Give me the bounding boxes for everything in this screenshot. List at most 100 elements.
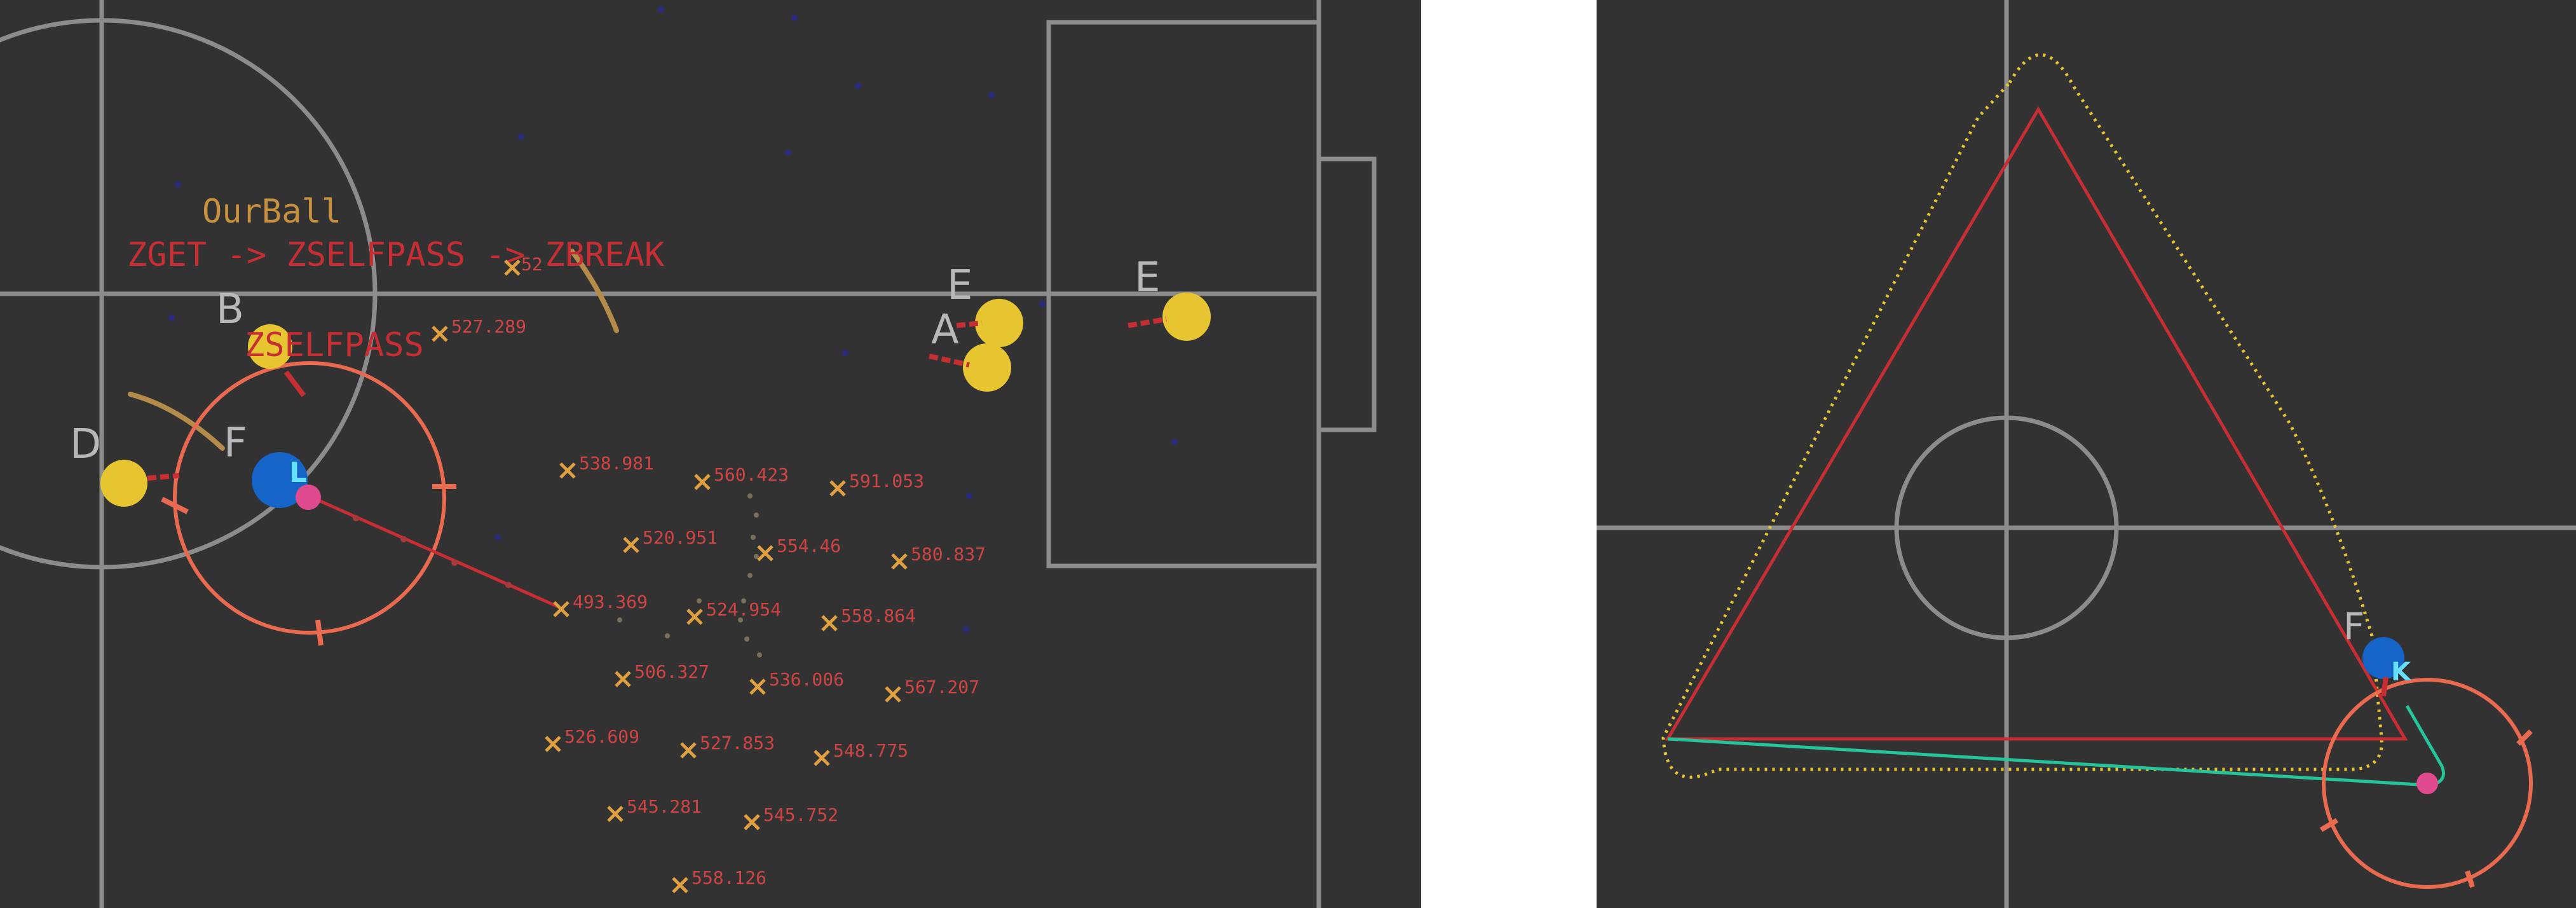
player-labels: B D F E A E — [70, 254, 1160, 468]
ball-trajectory — [569, 249, 619, 333]
range-tick — [2516, 729, 2533, 746]
field-background — [0, 0, 1421, 908]
label-f-own: F — [224, 420, 247, 467]
eval-marker — [744, 814, 760, 830]
eval-value: 560.423 — [714, 464, 789, 485]
teammate-d — [100, 460, 147, 507]
eval-marker — [821, 615, 838, 631]
blue-dot — [658, 6, 664, 13]
left-field-canvas: B D F E A E L OurBall ZGET -> ZSELFPASS … — [0, 0, 1421, 908]
eval-value: 536.006 — [769, 669, 844, 690]
blue-dot — [963, 626, 969, 633]
path-dot — [697, 598, 702, 603]
eval-marker — [757, 545, 773, 561]
eval-value: 493.369 — [573, 591, 648, 612]
own-player-ball-holder — [252, 452, 308, 508]
eval-value: 554.46 — [777, 535, 841, 556]
heading-indicator — [929, 354, 970, 368]
blue-dot — [966, 493, 972, 499]
heading-indicator — [147, 473, 180, 481]
eval-value: 591.053 — [849, 471, 924, 492]
eval-value: 52 — [521, 254, 543, 275]
eval-value: 527.289 — [451, 316, 526, 337]
eval-value: 545.281 — [627, 796, 702, 817]
path-dot — [738, 617, 743, 623]
eval-marker — [885, 686, 901, 703]
blue-dot — [1039, 301, 1046, 307]
path-dot — [353, 515, 359, 521]
eval-marker — [680, 742, 697, 759]
path-dot — [757, 652, 762, 657]
team-status-label: OurBall — [202, 193, 341, 231]
label-d: D — [70, 421, 101, 468]
eval-marker — [545, 736, 561, 752]
eval-marker — [686, 609, 703, 625]
label-e2: E — [1135, 254, 1160, 301]
heading-indicator — [283, 370, 306, 397]
blue-dot — [494, 534, 501, 540]
path-dot — [451, 560, 458, 566]
label-e1: E — [947, 262, 972, 309]
dribble-dots — [353, 515, 512, 588]
kick-range-circle — [2322, 678, 2533, 889]
label-k: K — [2391, 657, 2412, 687]
range-tick — [161, 497, 189, 514]
blue-dot — [855, 83, 861, 89]
eval-value: 580.837 — [911, 544, 986, 565]
goal-area-box — [1319, 156, 1377, 432]
label-l: L — [289, 457, 307, 489]
eval-marker — [829, 480, 846, 497]
eval-marker — [432, 326, 448, 342]
kick-range — [161, 361, 561, 646]
current-action-label: ZSELFPASS — [245, 326, 424, 364]
eval-marker — [749, 678, 766, 695]
eval-marker — [623, 537, 639, 553]
path-dot — [741, 598, 746, 603]
blue-dot — [518, 134, 524, 140]
opponent-e1 — [975, 299, 1023, 347]
state-transition-label: ZGET -> ZSELFPASS -> ZBREAK — [127, 236, 665, 274]
blue-dot — [785, 149, 791, 156]
right-field-canvas: F K — [1597, 0, 2576, 908]
range-tick — [2465, 870, 2475, 888]
label-b: B — [216, 286, 244, 333]
eval-value: 506.327 — [634, 661, 709, 682]
eval-marker — [891, 553, 908, 570]
penalty-box — [1046, 20, 1319, 568]
own-player — [2362, 637, 2404, 679]
truncated-eval: 52 — [504, 254, 543, 276]
path-dot — [754, 554, 759, 559]
path-dot — [747, 493, 753, 499]
path-dot — [665, 633, 670, 638]
kick-range-circle — [173, 361, 446, 635]
eval-marker — [814, 750, 830, 766]
heading-indicator — [2381, 677, 2389, 697]
range-tick — [2319, 818, 2339, 832]
right-field-view: F K — [1597, 0, 2576, 908]
teammate-b — [248, 324, 292, 369]
eval-marker — [607, 806, 624, 822]
eval-value: 527.853 — [700, 733, 775, 753]
path-dot — [617, 617, 622, 623]
eval-value: 548.775 — [833, 740, 908, 761]
range-tick — [315, 619, 324, 646]
eval-value: 524.954 — [706, 599, 781, 620]
eval-marker — [553, 601, 569, 617]
blue-dot — [791, 15, 798, 21]
candidate-path-dots — [617, 493, 762, 657]
blue-dot — [1171, 439, 1178, 445]
blue-dot — [175, 181, 181, 188]
opponent-e2 — [1162, 292, 1211, 341]
path-dot — [505, 582, 512, 588]
label-a: A — [931, 306, 959, 354]
label-f: F — [2343, 605, 2364, 648]
path-dot — [747, 573, 753, 578]
field-lines — [1597, 0, 2576, 908]
heading-indicator — [956, 320, 983, 328]
eval-value: 526.609 — [564, 726, 639, 747]
blue-dot — [988, 92, 995, 99]
kick-range — [2319, 678, 2533, 889]
target-triangle — [1665, 106, 2408, 741]
eval-marker — [504, 259, 521, 276]
